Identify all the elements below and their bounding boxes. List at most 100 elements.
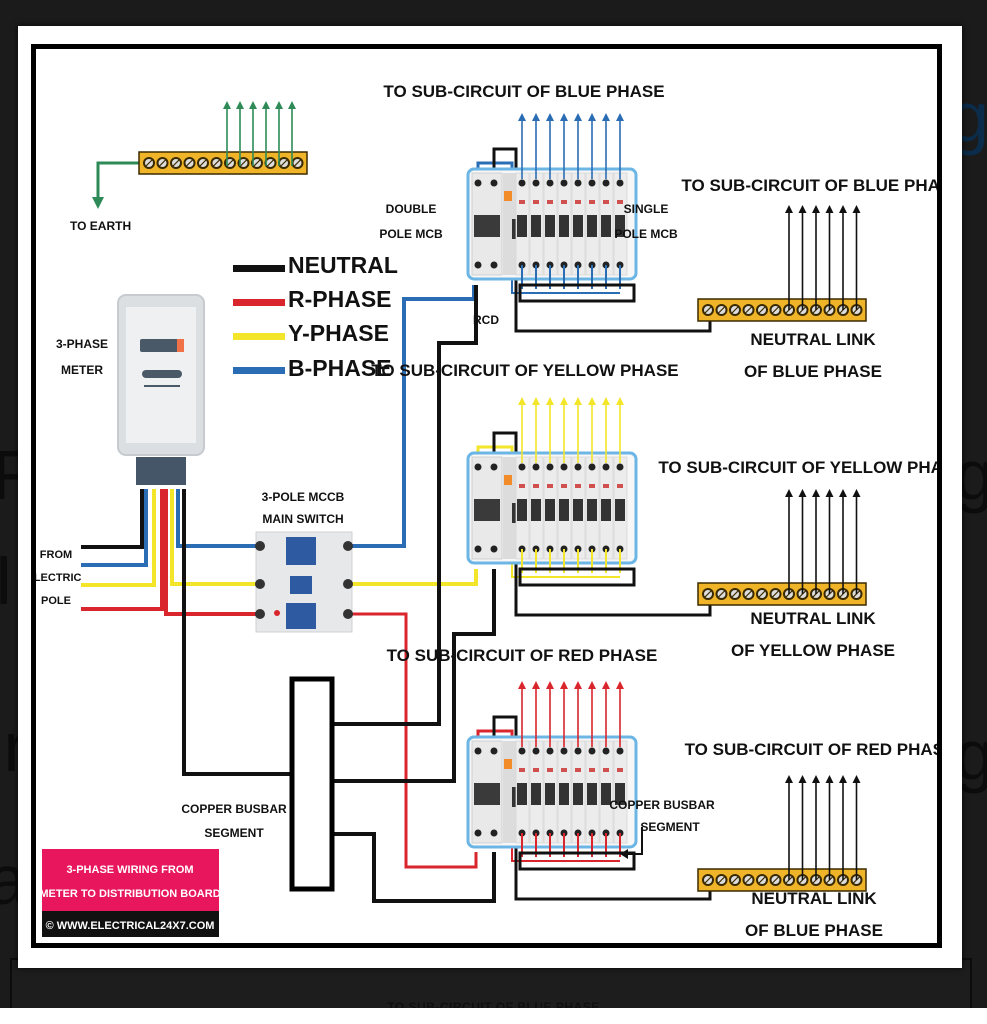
busbar-comb-outline <box>518 851 636 871</box>
nlink-red-label-2: OF BLUE PHASE <box>745 921 883 940</box>
mcb-terminal-top <box>588 463 596 471</box>
legend-swatch-neutral <box>233 265 285 272</box>
screw-slot <box>745 876 752 884</box>
nlink-red-title: TO SUB-CIRCUIT OF RED PHASE <box>685 740 937 759</box>
mcb-handle <box>545 215 555 237</box>
neutral-arrow-head <box>812 489 820 497</box>
double-pole-handle <box>474 215 500 237</box>
mcb-rating-mark <box>575 484 581 488</box>
mcb-handle <box>517 783 527 805</box>
subcircuit-arrow-head <box>546 113 554 121</box>
mcb-terminal-top <box>588 747 596 755</box>
mcb-handle <box>573 783 583 805</box>
earth-arrow-head <box>262 101 270 109</box>
screw-slot <box>772 590 779 598</box>
mccb-label-1: 3-POLE MCCB <box>262 490 345 504</box>
neutral-arrow-head <box>839 205 847 213</box>
screw-slot <box>226 159 234 167</box>
nlink-yellow-label-1: NEUTRAL LINK <box>750 609 876 628</box>
nlink-yellow-label-2: OF YELLOW PHASE <box>731 641 895 660</box>
mcb-handle <box>531 783 541 805</box>
double-pole-handle <box>474 499 500 521</box>
double-pole-handle <box>474 783 500 805</box>
subcircuit-arrow-head <box>560 113 568 121</box>
screw-slot <box>758 876 766 884</box>
neutral-loop <box>492 147 518 183</box>
mccb-to-yellow-board <box>350 569 478 586</box>
mcb-rating-mark <box>519 768 525 772</box>
supply-b <box>81 489 148 567</box>
mcb-terminal-top <box>518 747 526 755</box>
page-bottom-strip <box>0 1008 987 1024</box>
subcircuit-arrow-head <box>532 113 540 121</box>
mcb-rating-mark <box>561 484 567 488</box>
busbar-comb-outline <box>518 567 636 587</box>
dp-terminal-bottom <box>474 545 482 553</box>
image-lightbox[interactable]: NEUTRAL R-PHASE Y-PHASE B-PHASE TO EARTH… <box>18 26 962 968</box>
subcircuit-arrow-head <box>574 681 582 689</box>
screw-slot <box>172 159 180 167</box>
mccb-terminal-out <box>343 541 353 551</box>
meter-to-mccb-y <box>170 489 258 586</box>
screw-slot <box>772 306 779 314</box>
legend-swatch-b_phase <box>233 367 285 374</box>
rcd-label: RCD <box>473 313 499 327</box>
mcb-handle <box>517 499 527 521</box>
neutral-arrow-head <box>852 775 861 783</box>
neutral-arrow-head <box>852 489 861 497</box>
legend-r-phase-label: R-PHASE <box>288 286 392 312</box>
screw-slot <box>772 876 779 884</box>
mcb-rating-mark <box>617 484 623 488</box>
neutral-arrow-head <box>825 205 834 213</box>
earth-link-bar <box>138 151 308 175</box>
mcb-terminal-top <box>518 463 526 471</box>
double-pole-label-2: POLE MCB <box>379 227 443 241</box>
busbar-neutral-red <box>332 832 496 903</box>
subcircuit-arrow-head <box>560 397 568 405</box>
neutral-arrow-head <box>785 489 793 497</box>
neutral-arrow-head <box>839 775 847 783</box>
double-pole-label-1: DOUBLE <box>386 202 437 216</box>
mccb-label-2: MAIN SWITCH <box>262 512 343 526</box>
earth-arrow-head <box>249 101 257 109</box>
mcb-rating-mark <box>575 200 581 204</box>
meter-to-mccb-b <box>176 489 258 548</box>
mcb-rating-mark <box>561 200 567 204</box>
mccb-terminal-out <box>343 579 353 589</box>
neutral-arrow-head <box>839 489 847 497</box>
mcb-handle <box>615 783 625 805</box>
screw-slot <box>704 306 712 314</box>
earth-arrow-head <box>288 101 296 109</box>
mccb-terminal-in <box>255 609 265 619</box>
meter-to-busbar-neutral <box>182 489 292 776</box>
neutral-arrow-head <box>825 775 834 783</box>
supply-label-1: FROM <box>40 549 72 561</box>
busbar-neutral-blue <box>332 285 478 726</box>
subcircuit-arrow-head <box>532 681 540 689</box>
mcb-handle <box>615 499 625 521</box>
mcb-handle <box>531 499 541 521</box>
mcb-terminal-top <box>560 463 568 471</box>
nlink-blue-label-1: NEUTRAL LINK <box>750 330 876 349</box>
mcb-handle <box>587 215 597 237</box>
mcb-terminal-top <box>560 179 568 187</box>
subcircuit-arrow-head <box>546 397 554 405</box>
nlink-yellow-title: TO SUB-CIRCUIT OF YELLOW PHASE <box>658 458 937 477</box>
mcb-rating-mark <box>547 768 553 772</box>
subcircuit-arrow-head <box>518 113 526 121</box>
meter-disc <box>142 370 182 378</box>
subcircuit-arrow-head <box>616 681 624 689</box>
subcircuit-arrow-head <box>602 681 610 689</box>
meter-counter <box>140 339 180 352</box>
mcb-terminal-top <box>546 747 554 755</box>
subcircuit-arrow-head <box>518 681 526 689</box>
legend-swatch-y_phase <box>233 333 285 340</box>
mcb-terminal-top <box>588 179 596 187</box>
meter-to-mccb-r <box>164 489 258 616</box>
screw-slot <box>745 306 752 314</box>
mcb-rating-mark <box>561 768 567 772</box>
screw-slot <box>253 159 261 167</box>
badge-credit: © WWW.ELECTRICAL24X7.COM <box>46 920 215 932</box>
mcb-rating-mark <box>575 768 581 772</box>
mcb-rating-mark <box>603 484 609 488</box>
